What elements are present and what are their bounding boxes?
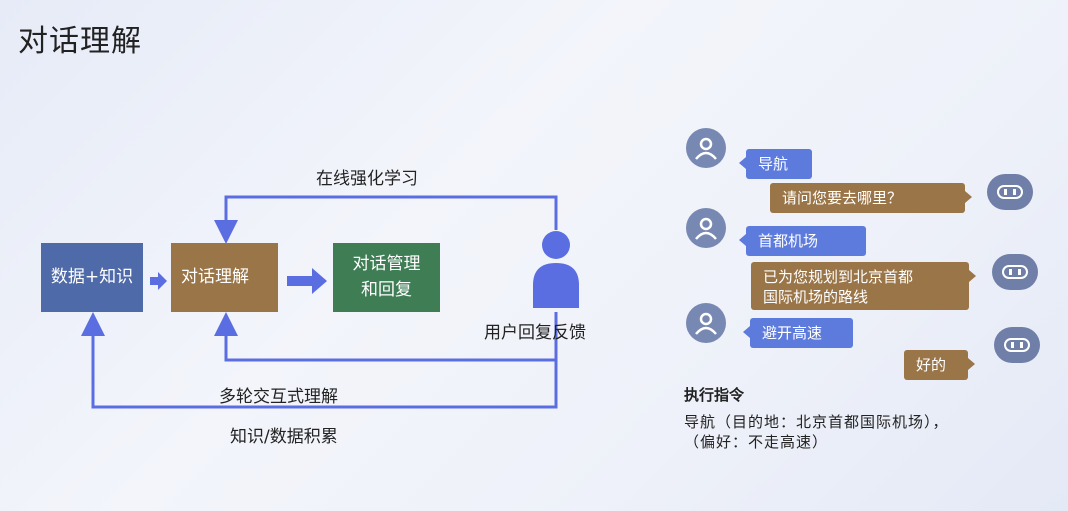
robot-icon <box>994 327 1040 363</box>
chat-message-bot: 好的 <box>904 350 975 380</box>
chat-message-line: 国际机场的路线 <box>763 287 869 306</box>
dm-label-line2: 和回复 <box>361 279 412 300</box>
nlu-box: 对话理解 <box>171 243 278 312</box>
slide-title: 对话理解 <box>18 24 142 59</box>
accumulation-label: 知识/数据积累 <box>230 427 338 447</box>
online-rl-arrow <box>214 195 558 244</box>
dm-label-line1: 对话管理 <box>352 254 421 274</box>
user-feedback-label: 用户回复反馈 <box>484 323 586 343</box>
user-person-icon <box>531 230 581 314</box>
execution-title: 执行指令 <box>684 386 745 404</box>
online-rl-label: 在线强化学习 <box>316 169 418 189</box>
execution-line-1: 导航（目的地：北京首都国际机场）， <box>684 413 949 431</box>
chat-message-bot: 已为您规划到北京首都 国际机场的路线 <box>751 262 976 310</box>
robot-icon <box>987 174 1033 210</box>
chat-message-user: 避开高速 <box>743 318 853 348</box>
robot-icon <box>992 254 1038 290</box>
data-knowledge-label: 数据+知识 <box>50 266 134 287</box>
user-avatar-icon <box>686 128 726 168</box>
execution-line-2: （偏好：不走高速） <box>684 433 829 451</box>
chat-message-line: 已为您规划到北京首都 <box>763 268 914 286</box>
chat-message-user: 首都机场 <box>739 226 866 256</box>
dialog-management-box: 对话管理 和回复 <box>333 243 440 312</box>
user-avatar-icon <box>686 303 726 343</box>
chat-message-bot: 请问您要去哪里？ <box>770 183 972 213</box>
data-knowledge-box: 数据+知识 <box>41 243 143 312</box>
multi-turn-label: 多轮交互式理解 <box>219 387 338 407</box>
chat-message-user: 导航 <box>739 149 812 179</box>
nlu-to-dm-arrow <box>287 268 327 294</box>
data-to-nlu-arrow <box>150 272 167 290</box>
nlu-label: 对话理解 <box>181 266 249 287</box>
user-avatar-icon <box>686 208 726 248</box>
